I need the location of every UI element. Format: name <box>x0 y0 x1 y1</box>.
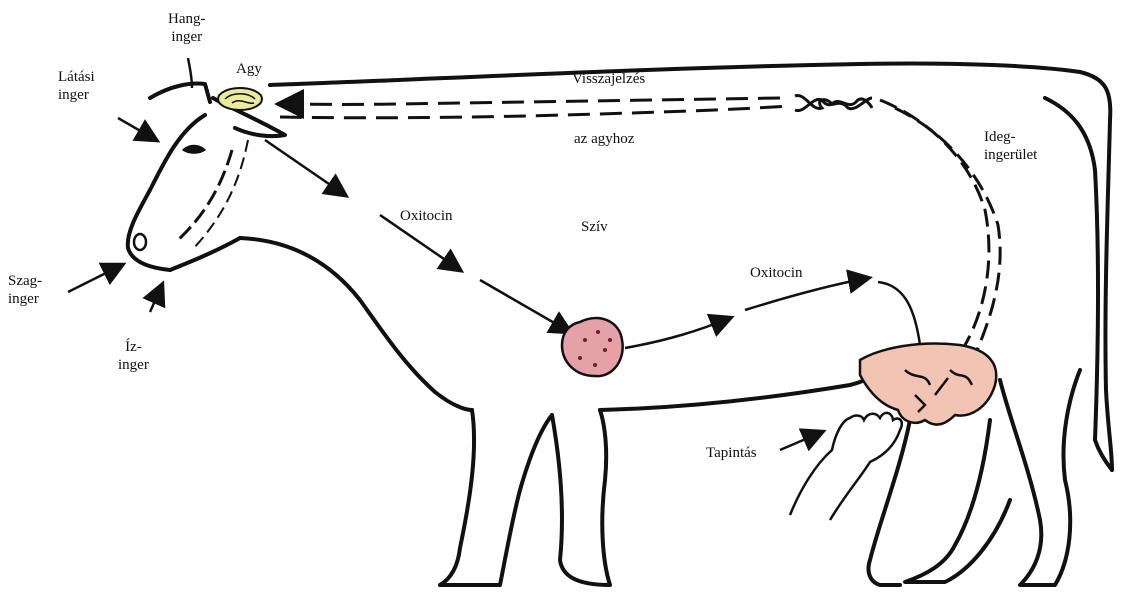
label-iz-inger: Íz- inger <box>118 338 149 374</box>
label-visszajelzes: Visszajelzés <box>572 70 645 88</box>
label-oxitocin-upper: Oxitocin <box>400 207 453 225</box>
label-oxitocin-lower: Oxitocin <box>750 264 803 282</box>
label-line: Látási <box>58 68 95 86</box>
label-line: inger <box>8 290 42 308</box>
label-szag-inger: Szag- inger <box>8 272 42 308</box>
label-line: Szag- <box>8 272 42 290</box>
label-line: inger <box>58 86 95 104</box>
label-line: ingerület <box>984 146 1037 164</box>
label-line: inger <box>118 356 149 374</box>
brain-icon <box>218 88 262 110</box>
label-ideg-ingerulet: Ideg- ingerület <box>984 128 1037 164</box>
heart-icon <box>562 318 623 376</box>
label-line: Hang- <box>168 10 206 28</box>
spine-icon <box>795 95 872 110</box>
udder-icon <box>860 343 996 424</box>
label-line: Ideg- <box>984 128 1037 146</box>
label-hang-inger: Hang- inger <box>168 10 206 46</box>
label-sziv: Szív <box>581 218 608 236</box>
label-line: inger <box>168 28 206 46</box>
label-tapintas: Tapintás <box>706 444 757 462</box>
eye-icon <box>182 145 206 154</box>
label-latasi-inger: Látási inger <box>58 68 95 104</box>
label-az-agyhoz: az agyhoz <box>574 130 634 148</box>
label-agy: Agy <box>236 60 262 78</box>
label-line: Íz- <box>118 338 149 356</box>
